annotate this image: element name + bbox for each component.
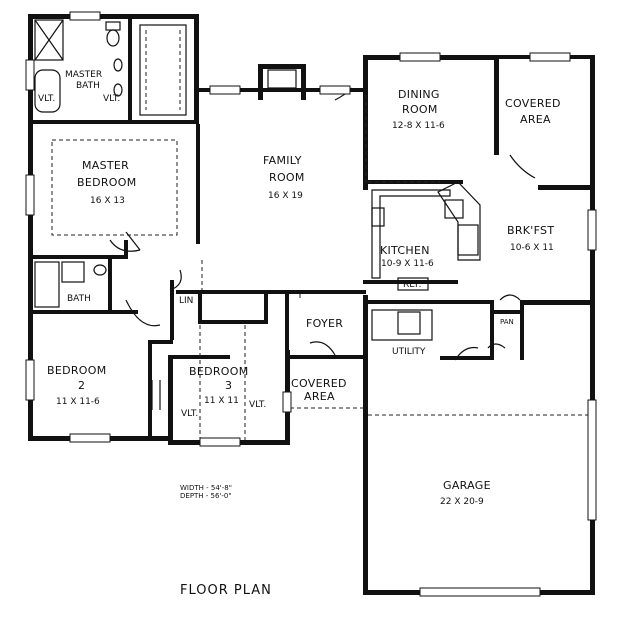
covered-area-front-label-1: COVERED — [291, 377, 347, 390]
covered-area-top-label-1: COVERED — [505, 97, 561, 110]
dining-room-label-1: DINING — [398, 88, 440, 101]
master-bedroom-label-1: MASTER — [82, 159, 129, 172]
garage-size: 22 X 20-9 — [440, 497, 484, 507]
breakfast-size: 10-6 X 11 — [510, 243, 554, 253]
windows — [25, 11, 597, 597]
garage-label: GARAGE — [443, 479, 491, 492]
ref-label: REF. — [403, 280, 422, 290]
fixtures — [34, 19, 588, 440]
width-dimension: WIDTH - 54'-8" — [180, 484, 232, 492]
doors — [109, 87, 536, 410]
room-labels: MASTER BATH VLT. VLT. MASTER BEDROOM 16 … — [38, 70, 561, 598]
kitchen-size: 10-9 X 11-6 — [381, 259, 434, 269]
dining-room-size: 12-8 X 11-6 — [392, 121, 445, 131]
breakfast-label: BRK'FST — [507, 224, 554, 237]
bedroom3-label: BEDROOM — [189, 365, 249, 378]
family-room-label-1: FAMILY — [263, 154, 302, 167]
kitchen-label: KITCHEN — [380, 244, 430, 257]
bedroom3-size: 11 X 11 — [204, 396, 239, 406]
bedroom3-number: 3 — [225, 379, 232, 392]
bath-label: BATH — [67, 294, 91, 304]
floor-plan-title: FLOOR PLAN — [180, 583, 272, 598]
foyer-label: FOYER — [306, 317, 343, 330]
bedroom3-vlt-right: VLT. — [249, 400, 266, 410]
family-room-label-2: ROOM — [269, 171, 305, 184]
utility-label: UTILITY — [392, 347, 426, 357]
master-bath-label-1: MASTER — [65, 70, 102, 80]
vlt-label-1: VLT. — [38, 94, 55, 104]
bedroom2-size: 11 X 11-6 — [56, 397, 100, 407]
family-room-size: 16 X 19 — [268, 191, 303, 201]
bedroom2-number: 2 — [78, 379, 85, 392]
covered-area-top-label-2: AREA — [520, 113, 551, 126]
dining-room-label-2: ROOM — [402, 103, 438, 116]
master-bedroom-label-2: BEDROOM — [77, 176, 137, 189]
master-bath-label-2: BATH — [76, 81, 100, 91]
covered-area-front-label-2: AREA — [304, 390, 335, 403]
master-bedroom-size: 16 X 13 — [90, 196, 125, 206]
vlt-label-2: VLT. — [103, 94, 120, 104]
bedroom2-label: BEDROOM — [47, 364, 107, 377]
bedroom3-vlt-left: VLT. — [181, 409, 198, 419]
lin-label: LIN — [179, 296, 193, 306]
pan-label: PAN — [500, 318, 514, 326]
depth-dimension: DEPTH - 56'-0" — [180, 492, 232, 500]
